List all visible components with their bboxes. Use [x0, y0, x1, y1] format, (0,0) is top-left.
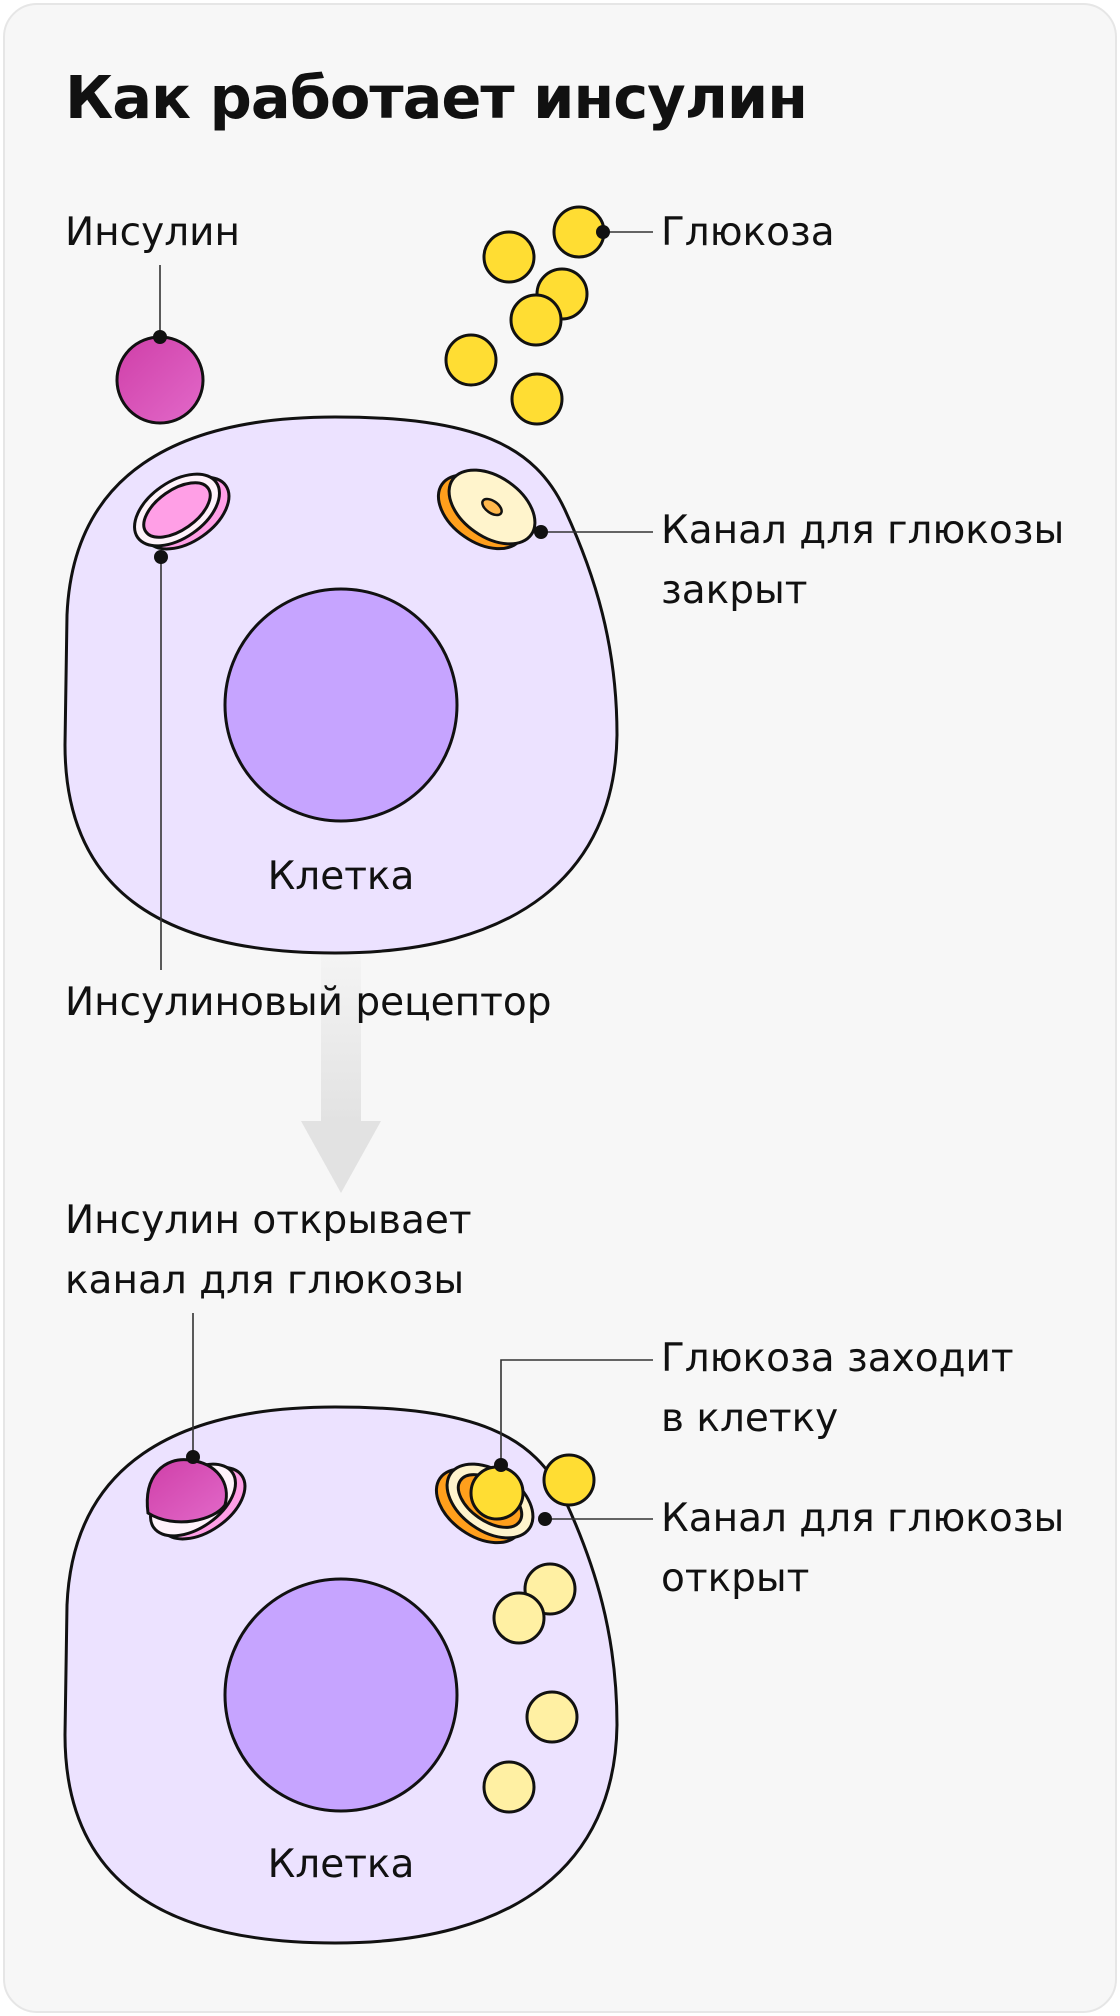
glucose-molecules-top [444, 205, 606, 426]
label-glucose-enters-line1: Глюкоза заходит [661, 1336, 1014, 1381]
label-insulin-opens: Инсулин открывает канал для глюкозы [65, 1191, 472, 1311]
glucose-molecule [510, 372, 564, 426]
glucose-channel-open [434, 1462, 535, 1545]
glucose-molecule-entering [469, 1465, 525, 1521]
leader-lines-top [159, 231, 653, 970]
label-channel-open-line1: Канал для глюкозы [661, 1496, 1065, 1541]
glucose-molecule [525, 1690, 579, 1744]
insulin-molecule [115, 335, 205, 425]
label-cell-top: Клетка [267, 854, 415, 899]
glucose-channel-closed [436, 468, 537, 551]
label-insulin-opens-line2: канал для глюкозы [65, 1258, 465, 1303]
label-channel-open-line2: открыт [661, 1556, 810, 1601]
label-glucose: Глюкоза [661, 210, 835, 255]
label-insulin-opens-line1: Инсулин открывает [65, 1198, 472, 1243]
insulin-receptor-bound [145, 1458, 247, 1541]
nucleus-bottom [223, 1577, 459, 1813]
nucleus-top [223, 587, 459, 823]
insulin-receptor-top [133, 472, 231, 551]
label-glucose-enters: Глюкоза заходит в клетку [661, 1329, 1014, 1449]
leader-lines-bottom [192, 1313, 653, 1520]
label-insulin: Инсулин [65, 210, 240, 255]
label-channel-closed: Канал для глюкозы закрыт [661, 501, 1064, 621]
label-cell-bottom: Клетка [267, 1842, 415, 1887]
label-channel-open: Канал для глюкозы открыт [661, 1489, 1064, 1609]
down-arrow [301, 955, 381, 1193]
label-channel-closed-line2: закрыт [661, 568, 808, 613]
glucose-molecule [444, 333, 498, 387]
leader-dots-bottom [186, 1450, 552, 1526]
glucose-molecule [482, 1760, 536, 1814]
leader-dots-top [153, 225, 610, 564]
diagram-card: Как работает инсулин Инсулин Глюкоза Кан… [3, 3, 1117, 2013]
label-channel-closed-line1: Канал для глюкозы [661, 508, 1065, 553]
insulin-diagram [63, 205, 653, 1945]
page-title: Как работает инсулин [65, 63, 808, 132]
label-insulin-receptor: Инсулиновый рецептор [65, 980, 552, 1025]
glucose-molecule [492, 1591, 546, 1645]
glucose-molecule [542, 1453, 596, 1507]
glucose-molecule [509, 293, 563, 347]
glucose-molecule [482, 230, 536, 284]
glucose-molecules-inside [482, 1562, 579, 1814]
label-glucose-enters-line2: в клетку [661, 1396, 839, 1441]
